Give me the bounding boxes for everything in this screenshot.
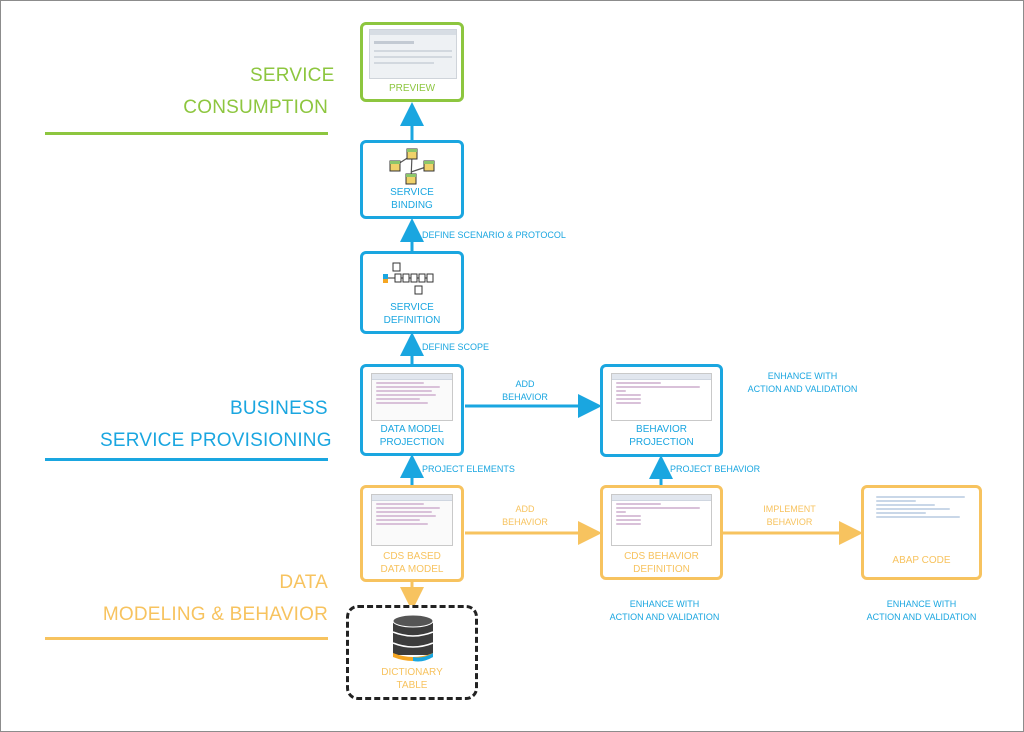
cds-data-model-label: CDS BASED DATA MODEL [380, 551, 444, 575]
dictionary-table-box[interactable]: DICTIONARY TABLE [346, 605, 478, 700]
edge-label-implement-behavior: IMPLEMENT BEHAVIOR [763, 504, 816, 527]
cds-behavior-code-thumbnail [611, 494, 712, 546]
service-definition-icon [383, 262, 434, 295]
preview-thumbnail [369, 29, 457, 79]
layer-title-modeling-2: MODELING & BEHAVIOR [102, 604, 328, 625]
service-binding-label: SERVICE BINDING [390, 187, 434, 211]
data-model-projection-box[interactable]: DATA MODEL PROJECTION [360, 364, 464, 456]
layer-rule-modeling [45, 637, 328, 640]
layer-title-provisioning-2: SERVICE PROVISIONING [100, 430, 332, 451]
preview-box[interactable]: PREVIEW [360, 22, 464, 102]
edge-label-enhance-top: ENHANCE WITH ACTION AND VALIDATION [747, 371, 858, 394]
preview-label: PREVIEW [388, 83, 436, 94]
cds-data-model-code-thumbnail [371, 494, 453, 546]
edge-label-define-scenario: DEFINE SCENARIO & PROTOCOL [422, 230, 566, 240]
network-cubes-icon [389, 148, 435, 185]
edge-label-define-scope: DEFINE SCOPE [422, 342, 490, 352]
abap-code-thumbnail [872, 494, 971, 534]
layer-title-modeling-1: DATA [279, 572, 328, 593]
layer-rule-consumption [45, 132, 328, 135]
layer-title-consumption-1: SERVICE [250, 65, 335, 86]
service-binding-box[interactable]: SERVICE BINDING [360, 140, 464, 219]
database-icon [392, 614, 434, 662]
abap-code-label: ABAP CODE [892, 555, 951, 566]
edge-label-enhance-bottom-mid: ENHANCE WITH ACTION AND VALIDATION [609, 599, 720, 622]
cds-behavior-definition-box[interactable]: CDS BEHAVIOR DEFINITION [600, 485, 723, 580]
edge-label-enhance-bottom-right: ENHANCE WITH ACTION AND VALIDATION [866, 599, 977, 622]
edge-label-add-behavior-blue: ADD BEHAVIOR [502, 379, 548, 402]
layer-rule-provisioning [45, 458, 328, 461]
layer-title-consumption-2: CONSUMPTION [183, 97, 328, 118]
behavior-projection-code-thumbnail [611, 373, 712, 421]
behavior-projection-box[interactable]: BEHAVIOR PROJECTION [600, 364, 723, 457]
service-definition-label: SERVICE DEFINITION [383, 302, 441, 326]
behavior-projection-label: BEHAVIOR PROJECTION [629, 424, 694, 448]
edge-label-project-behavior: PROJECT BEHAVIOR [670, 464, 761, 474]
abap-code-box[interactable]: ABAP CODE [861, 485, 982, 580]
cds-behavior-definition-label: CDS BEHAVIOR DEFINITION [624, 551, 699, 575]
data-model-projection-label: DATA MODEL PROJECTION [379, 424, 445, 448]
dictionary-table-label: DICTIONARY TABLE [381, 667, 443, 691]
projection-code-thumbnail [371, 373, 453, 421]
service-definition-box[interactable]: SERVICE DEFINITION [360, 251, 464, 334]
cds-data-model-box[interactable]: CDS BASED DATA MODEL [360, 485, 464, 582]
edge-label-add-behavior-yellow: ADD BEHAVIOR [502, 504, 548, 527]
layer-title-provisioning-1: BUSINESS [230, 398, 328, 419]
edge-label-project-elements: PROJECT ELEMENTS [422, 464, 515, 474]
